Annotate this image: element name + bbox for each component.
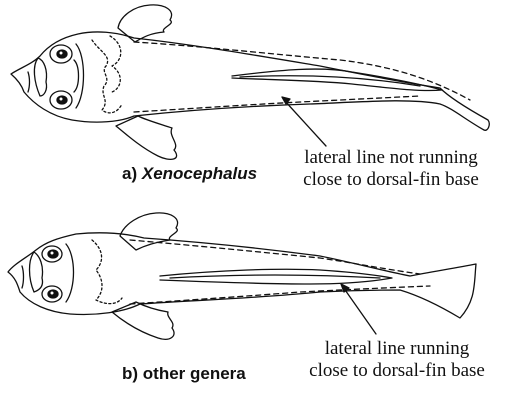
fish-a-upper-pectoral-fin bbox=[118, 5, 172, 42]
panel-a-genus: Xenocephalus bbox=[142, 164, 257, 183]
fish-a-lower-eye bbox=[50, 91, 72, 109]
panel-b-name: other genera bbox=[143, 364, 246, 383]
panel-a-note-line1: lateral line not running bbox=[288, 147, 494, 169]
fish-a-mouth bbox=[28, 72, 30, 92]
fish-b-pointer-arrow bbox=[341, 284, 376, 334]
panel-b-note-line1: lateral line running bbox=[300, 338, 494, 360]
fish-b-upper-pectoral-fin bbox=[120, 213, 178, 250]
fish-b-drawing bbox=[8, 213, 476, 339]
fish-b-upper-eye bbox=[42, 246, 62, 262]
panel-a-note-line2: close to dorsal-fin base bbox=[288, 169, 494, 191]
panel-a-caption: a) Xenocephalus bbox=[122, 164, 257, 184]
fish-a-dorsal-fin bbox=[232, 69, 442, 91]
panel-b-note: lateral line running close to dorsal-fin… bbox=[300, 338, 494, 382]
fish-a-lower-pectoral-fin bbox=[116, 116, 177, 159]
fish-b-lower-pectoral-fin bbox=[112, 302, 174, 339]
fish-b-lower-eye bbox=[42, 286, 62, 302]
panel-b-note-line2: close to dorsal-fin base bbox=[300, 360, 494, 382]
fish-b-lateral-line bbox=[130, 240, 430, 304]
fish-b-mouth bbox=[22, 266, 24, 288]
panel-a-letter: a) bbox=[122, 164, 137, 183]
fish-a-head-pattern bbox=[92, 40, 122, 113]
fish-a-drawing bbox=[11, 5, 489, 159]
panel-a-note: lateral line not running close to dorsal… bbox=[288, 147, 494, 191]
fish-b-head-pattern bbox=[92, 240, 122, 304]
panel-b-caption: b) other genera bbox=[122, 364, 246, 384]
fish-b-snout bbox=[30, 252, 43, 292]
fish-a-snout bbox=[34, 58, 46, 96]
fish-a-upper-eye bbox=[50, 45, 72, 63]
panel-b-letter: b) bbox=[122, 364, 138, 383]
